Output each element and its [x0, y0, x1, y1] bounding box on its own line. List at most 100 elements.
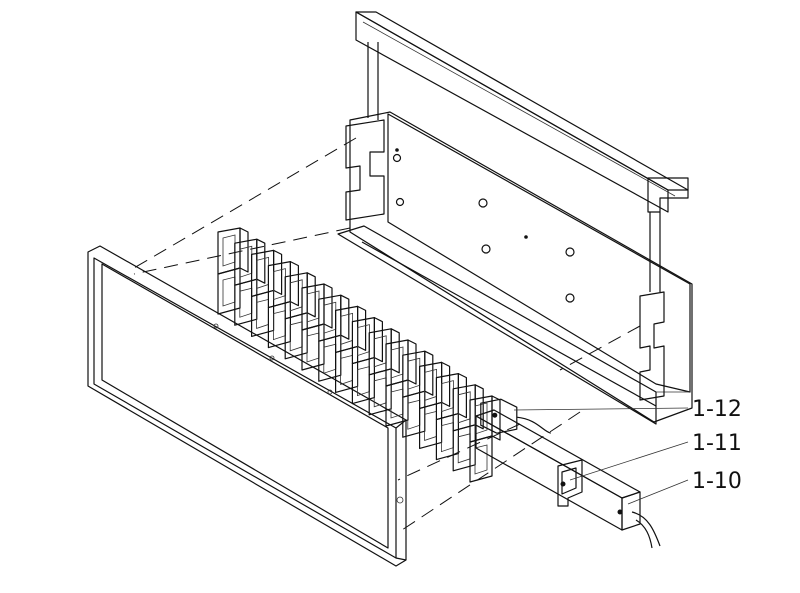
module-upper-frame	[385, 339, 409, 387]
module-side	[340, 294, 350, 340]
module-duct-end	[621, 491, 641, 531]
module-lower-window	[256, 298, 270, 329]
module-upper-window	[407, 357, 421, 390]
module-upper-window	[424, 368, 438, 401]
module-15	[452, 384, 484, 472]
module-side	[457, 373, 467, 419]
mount-plate-dot	[560, 481, 566, 487]
module-upper-window	[289, 279, 303, 312]
module-lower-block	[217, 267, 241, 315]
duct-end-dot	[617, 509, 623, 515]
module-side	[407, 339, 417, 385]
module-lower-block	[318, 334, 342, 382]
module-lower-window	[323, 343, 337, 374]
module-upper-frame	[419, 361, 443, 409]
module-lower-block	[469, 435, 493, 483]
module-side	[390, 328, 400, 374]
rear-chassis	[337, 111, 693, 425]
module-side	[357, 305, 367, 351]
module-lower-window	[424, 410, 438, 441]
callouts: 1-12 1-11 1-10	[513, 397, 742, 505]
module-upper-frame	[318, 294, 342, 342]
module-11	[385, 339, 417, 427]
module-side	[373, 317, 383, 363]
module-lower-window	[474, 444, 488, 475]
module-mount-plate	[557, 459, 583, 507]
module-lower-block	[351, 357, 375, 405]
module-7	[318, 294, 350, 382]
module-upper-frame	[217, 227, 241, 275]
module-upper-window	[440, 380, 454, 413]
end-connector	[480, 398, 518, 434]
module-upper-window	[256, 256, 270, 289]
module-upper-frame	[351, 317, 375, 365]
module-upper-frame	[284, 272, 308, 320]
module-14	[435, 373, 467, 461]
module-lower-window	[390, 388, 404, 419]
module-lower-window	[340, 354, 354, 385]
module-upper-frame	[368, 328, 392, 376]
module-upper-frame	[301, 283, 325, 331]
module-upper-frame	[402, 350, 426, 398]
module-2	[234, 238, 266, 326]
module-side	[289, 261, 299, 307]
module-5	[284, 272, 316, 360]
module-upper-window	[373, 335, 387, 368]
module-lower-block	[435, 413, 459, 461]
module-lower-window	[407, 399, 421, 430]
module-lower-window	[306, 332, 320, 363]
module-side	[441, 361, 451, 407]
module-lower-window	[440, 422, 454, 453]
module-upper-frame	[335, 305, 359, 353]
module-6	[301, 283, 333, 371]
module-lower-block	[284, 312, 308, 360]
module-lower-window	[222, 276, 236, 307]
front-panel	[87, 245, 407, 567]
module-upper-window	[474, 402, 488, 435]
module-16	[469, 395, 501, 483]
module-1	[217, 227, 249, 315]
module-lower-block	[419, 401, 443, 449]
extracted-module	[475, 409, 661, 549]
module-side	[256, 238, 266, 284]
module-side	[424, 350, 434, 396]
module-upper-window	[390, 346, 404, 379]
module-lower-block	[251, 289, 275, 337]
module-lower-block	[452, 424, 476, 472]
module-side	[306, 272, 316, 318]
end-connector-dot	[492, 412, 498, 418]
module-row	[217, 227, 552, 483]
module-lower-block	[335, 345, 359, 393]
module-4	[267, 261, 299, 349]
module-upper-frame	[234, 238, 258, 286]
module-lower-block	[368, 368, 392, 416]
module-side	[323, 283, 333, 329]
module-12	[402, 350, 434, 438]
label-1-12: 1-12	[692, 397, 742, 422]
module-upper-window	[306, 290, 320, 323]
module-lower-window	[239, 287, 253, 318]
module-lower-window	[289, 321, 303, 352]
module-lower-window	[356, 366, 370, 397]
module-side	[239, 227, 249, 273]
module-upper-window	[457, 391, 471, 424]
module-upper-window	[356, 324, 370, 357]
module-lower-block	[267, 301, 291, 349]
module-9	[351, 317, 383, 405]
module-3	[251, 249, 283, 337]
module-upper-frame	[435, 373, 459, 421]
module-upper-window	[323, 301, 337, 334]
module-lower-window	[272, 310, 286, 341]
end-connector-cable	[516, 416, 552, 434]
module-upper-frame	[452, 384, 476, 432]
module-upper-window	[222, 234, 236, 267]
module-side	[491, 395, 501, 441]
module-8	[335, 305, 367, 393]
module-13	[419, 361, 451, 449]
label-1-10: 1-10	[692, 469, 742, 494]
module-upper-window	[272, 268, 286, 301]
module-lower-block	[234, 278, 258, 326]
module-lower-window	[457, 433, 471, 464]
